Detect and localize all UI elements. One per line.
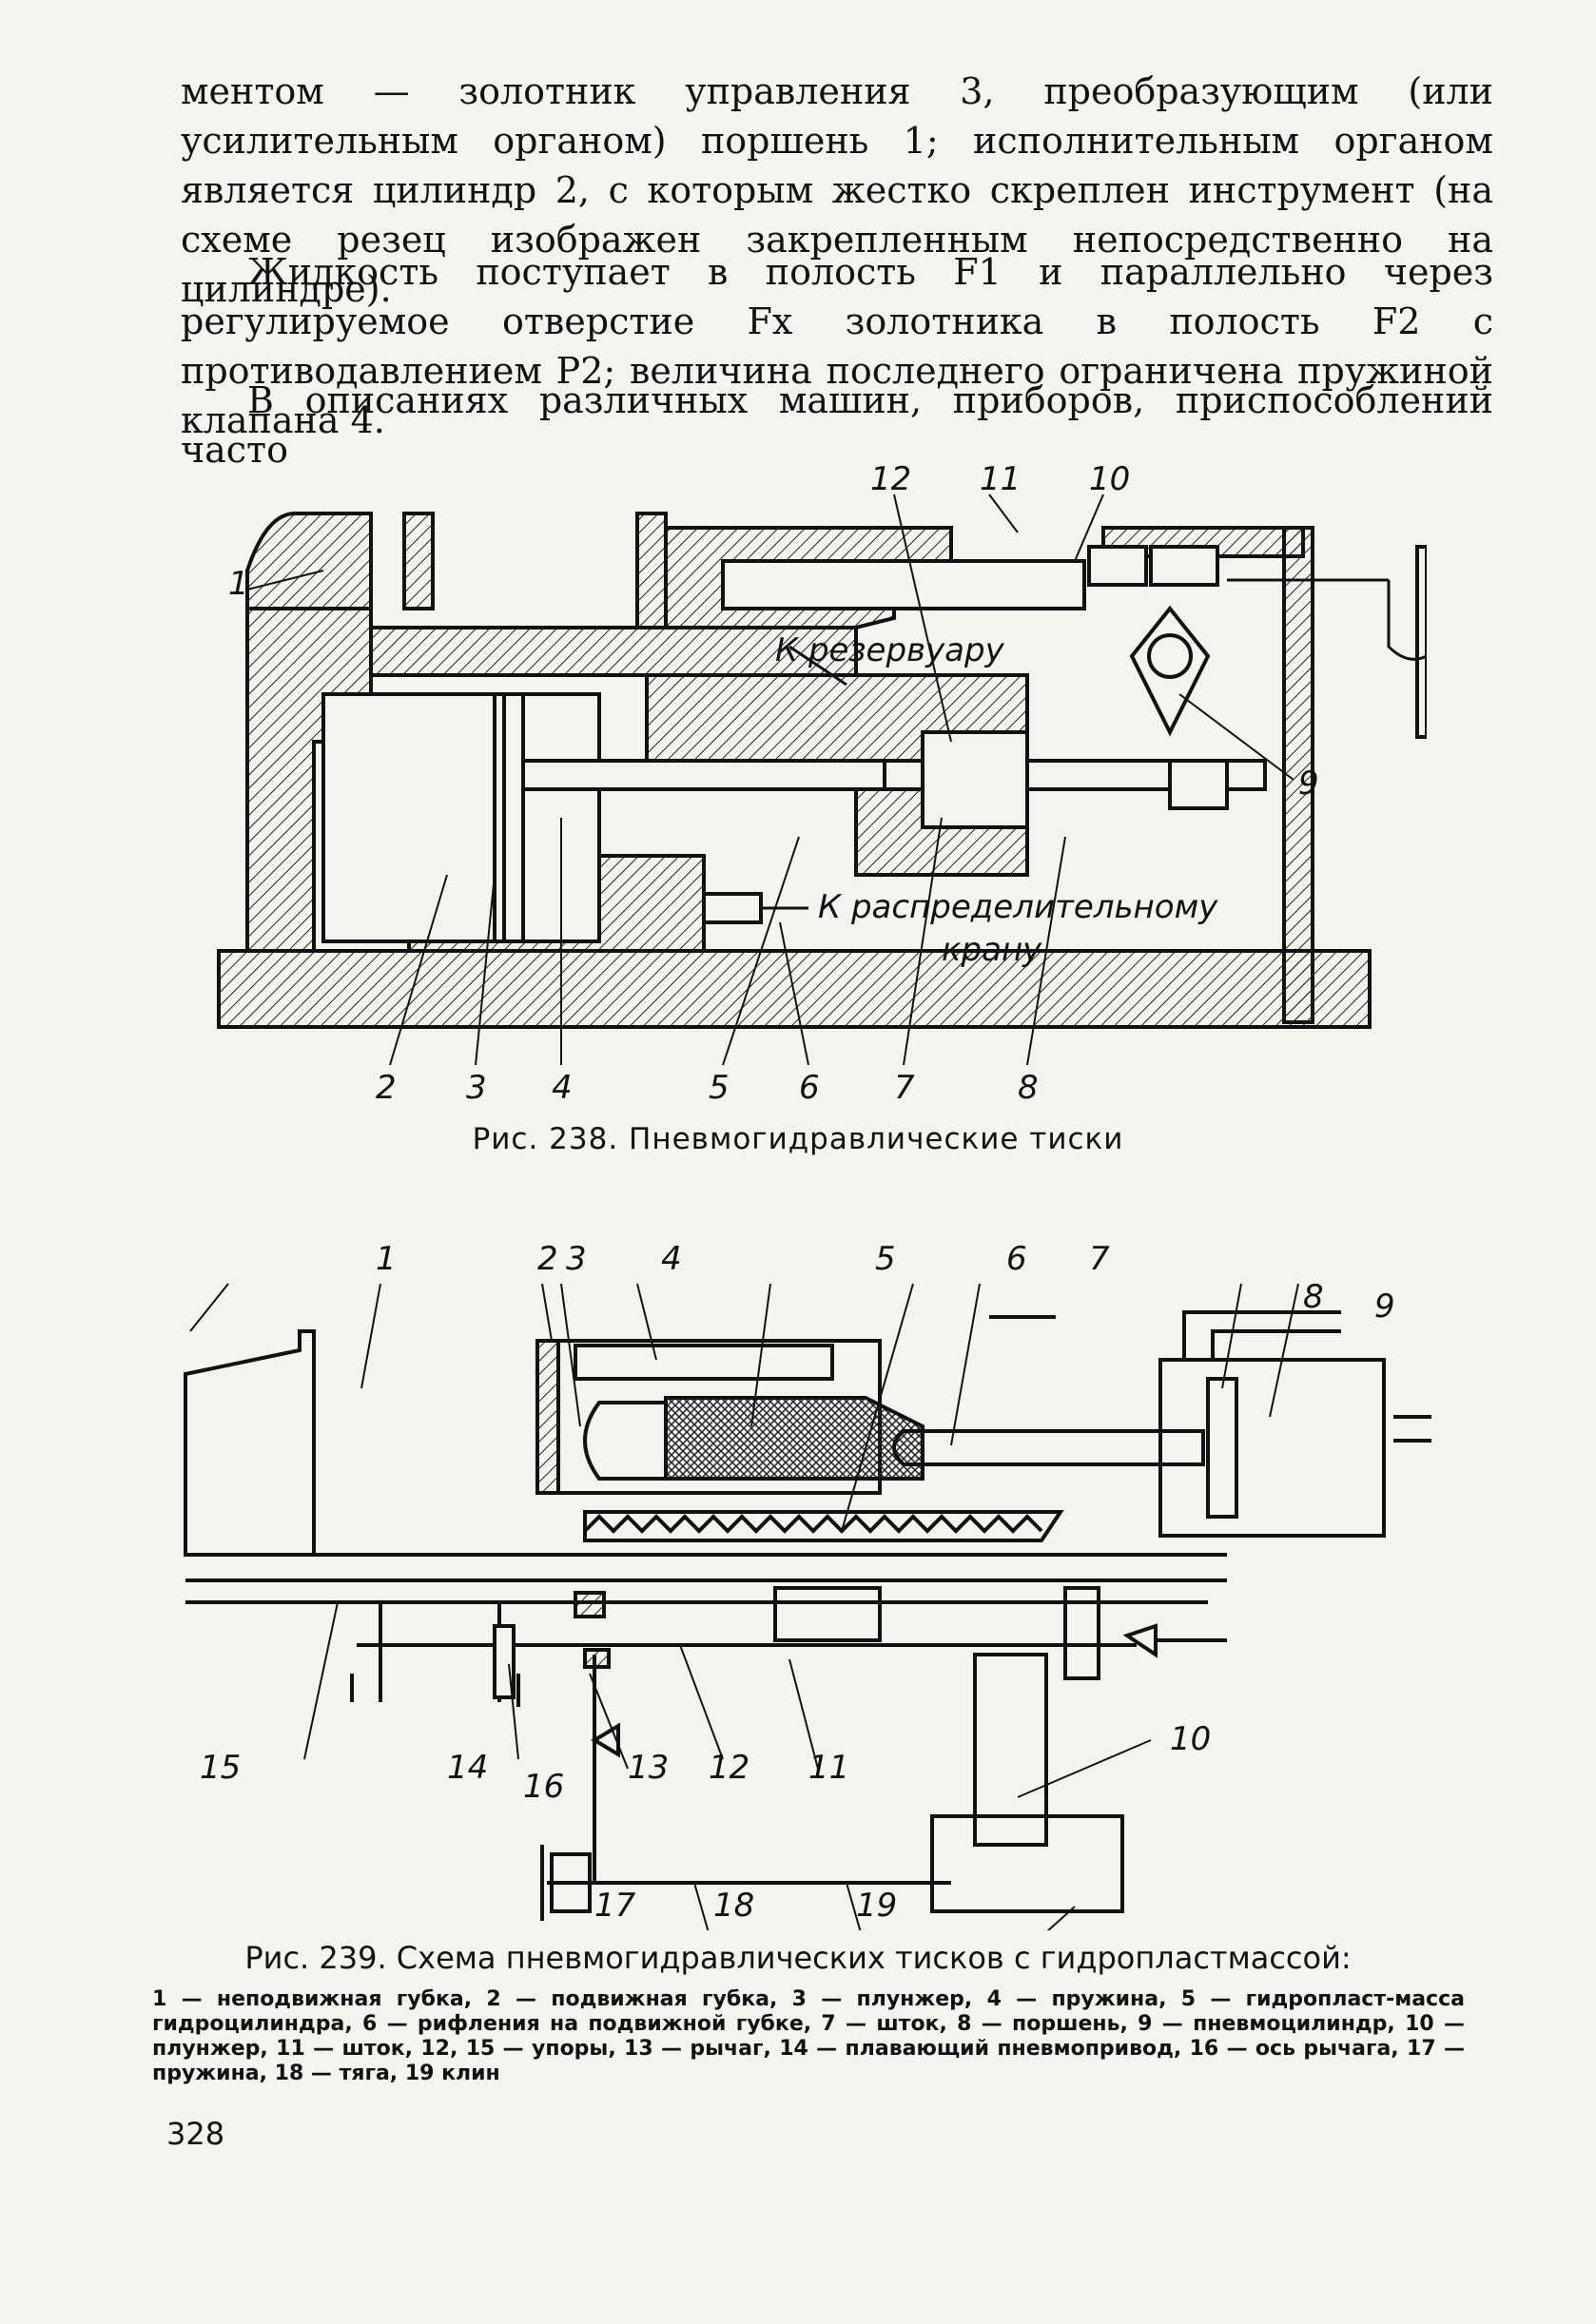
fig238-annotation-reservoir: К резервуару: [775, 631, 1005, 669]
figure-238-drawing: К резервуару К распределительному крану …: [217, 460, 1427, 1103]
fig238-label-6: 6: [799, 1069, 820, 1103]
fig238-label-2: 2: [376, 1069, 397, 1103]
figure-238-caption: Рис. 238. Пневмогидравлические тиски: [472, 1122, 1124, 1156]
fig239-label-6: 6: [1006, 1240, 1027, 1278]
fig239-label-13: 13: [628, 1749, 669, 1787]
fig238-label-5: 5: [709, 1069, 730, 1103]
fig239-label-14: 14: [447, 1749, 488, 1787]
paragraph-2: Жидкость поступает в полость F1 и паралл…: [181, 251, 1493, 441]
fig238-label-4: 4: [552, 1069, 573, 1103]
figure-239-caption: Рис. 239. Схема пневмогидравлических тис…: [244, 1940, 1352, 1976]
fig239-label-15: 15: [200, 1749, 241, 1787]
fig239-label-1: 1: [376, 1240, 397, 1278]
fig239-label-3: 3: [566, 1240, 587, 1278]
fig239-label-17: 17: [594, 1887, 636, 1925]
fig239-label-5: 5: [875, 1240, 896, 1278]
fig239-label-4: 4: [661, 1240, 682, 1278]
paragraph-3: В описаниях различных машин, приборов, п…: [181, 379, 1493, 471]
fig238-label-10: 10: [1089, 460, 1130, 498]
fig239-label-9: 9: [1374, 1288, 1395, 1326]
fig239-label-10: 10: [1170, 1720, 1211, 1758]
page-number: 328: [166, 2116, 225, 2152]
fig238-annotation-crane-2: крану: [942, 931, 1042, 969]
fig239-label-2: 2: [537, 1240, 558, 1278]
fig238-label-12: 12: [870, 460, 911, 498]
fig238-label-3: 3: [466, 1069, 487, 1103]
paragraph-1: ментом — золотник управления 3, преобраз…: [181, 70, 1493, 310]
fig238-label-7: 7: [894, 1069, 915, 1103]
figure-239-legend: 1 — неподвижная губка, 2 — подвижная губ…: [152, 1987, 1465, 2085]
fig239-label-7: 7: [1089, 1240, 1110, 1278]
fig239-label-19: 19: [856, 1887, 897, 1925]
figure-239-drawing: 1 2 3 4 5 6 7 8 9 10 11 12 13 14 15 16 1…: [184, 1240, 1431, 1930]
fig239-label-16: 16: [523, 1768, 564, 1806]
fig238-label-11: 11: [980, 460, 1021, 498]
fig238-label-9: 9: [1298, 765, 1319, 803]
fig238-label-8: 8: [1018, 1069, 1039, 1103]
fig239-label-8: 8: [1303, 1278, 1324, 1316]
fig239-label-11: 11: [808, 1749, 849, 1787]
fig238-annotation-crane-1: К распределительному: [818, 888, 1218, 926]
fig239-label-12: 12: [709, 1749, 749, 1787]
fig239-label-18: 18: [713, 1887, 754, 1925]
fig238-label-1: 1: [228, 565, 249, 603]
